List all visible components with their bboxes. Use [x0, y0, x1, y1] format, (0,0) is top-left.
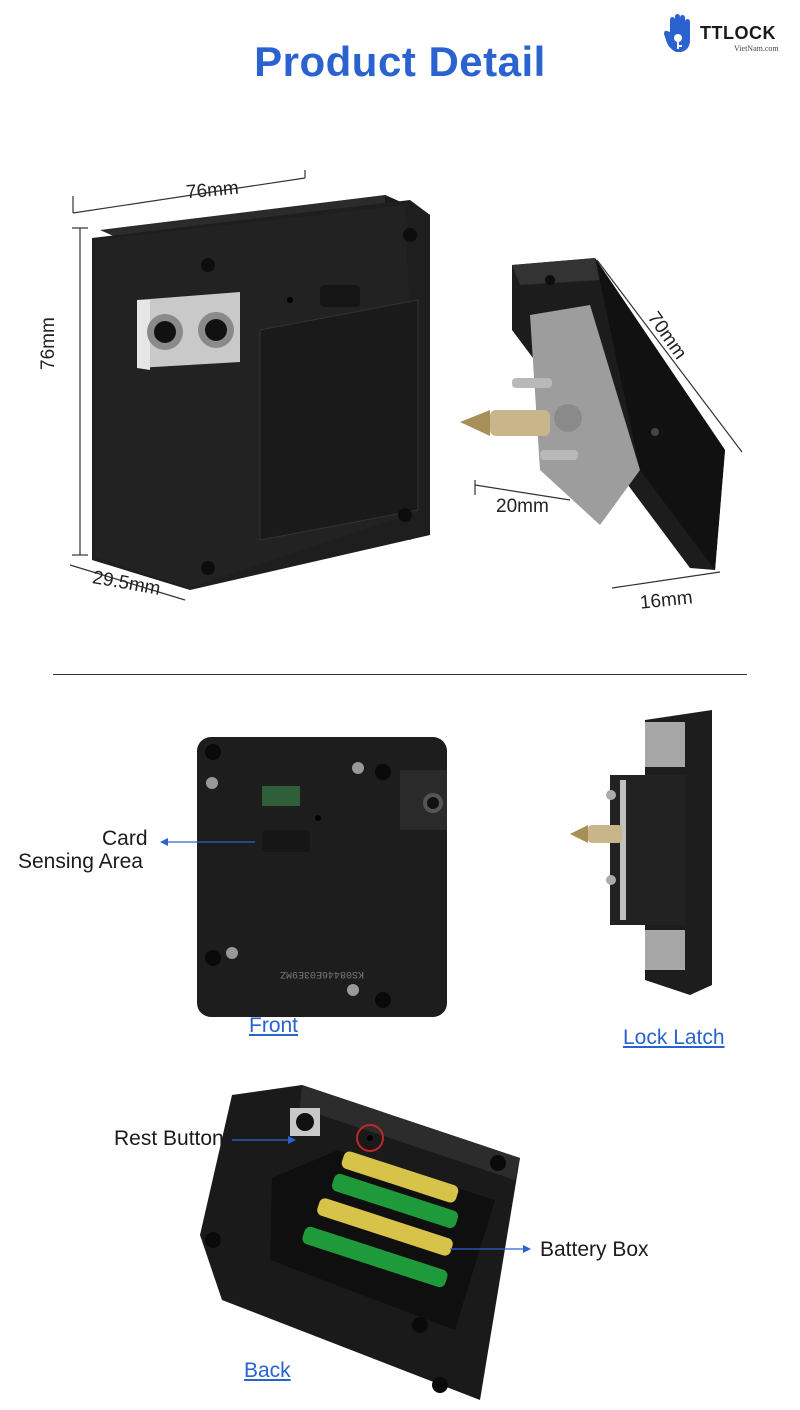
brand-logo: TTLOCK VietNam.com	[664, 14, 794, 58]
section-divider	[53, 674, 747, 675]
card-sensing-arrow	[160, 838, 255, 846]
battery-box-arrow	[450, 1245, 531, 1253]
hand-key-icon	[664, 14, 690, 52]
front-view-device	[197, 737, 447, 1017]
front-caption-link[interactable]: Front	[249, 1014, 299, 1037]
reset-button-label: Rest Button	[114, 1127, 224, 1150]
lock-body-isometric	[92, 195, 430, 590]
card-sensing-label-line1: Card	[102, 827, 148, 850]
back-view-device	[200, 1085, 520, 1400]
lock-width-label: 76mm	[185, 177, 240, 204]
page-title: Product Detail	[254, 38, 546, 85]
lock-latch-caption-link[interactable]: Lock Latch	[623, 1026, 725, 1049]
brand-name: TTLOCK	[700, 23, 776, 43]
latch-side-view	[570, 710, 712, 995]
card-sensing-label-line2: Sensing Area	[18, 850, 143, 873]
back-caption-link[interactable]: Back	[244, 1359, 291, 1382]
lock-height-label: 76mm	[38, 317, 59, 370]
latch-isometric	[460, 258, 725, 570]
lock-dimension-lines	[69, 170, 306, 601]
latch-pin-label: 20mm	[496, 496, 549, 517]
battery-cells	[302, 1151, 459, 1288]
battery-box-label: Battery Box	[540, 1238, 649, 1261]
serial-number: KS08446E03E9MZ	[280, 968, 365, 979]
reset-button-arrow	[232, 1136, 296, 1144]
latch-dimension-lines	[474, 259, 743, 589]
brand-subtitle: VietNam.com	[734, 44, 779, 53]
